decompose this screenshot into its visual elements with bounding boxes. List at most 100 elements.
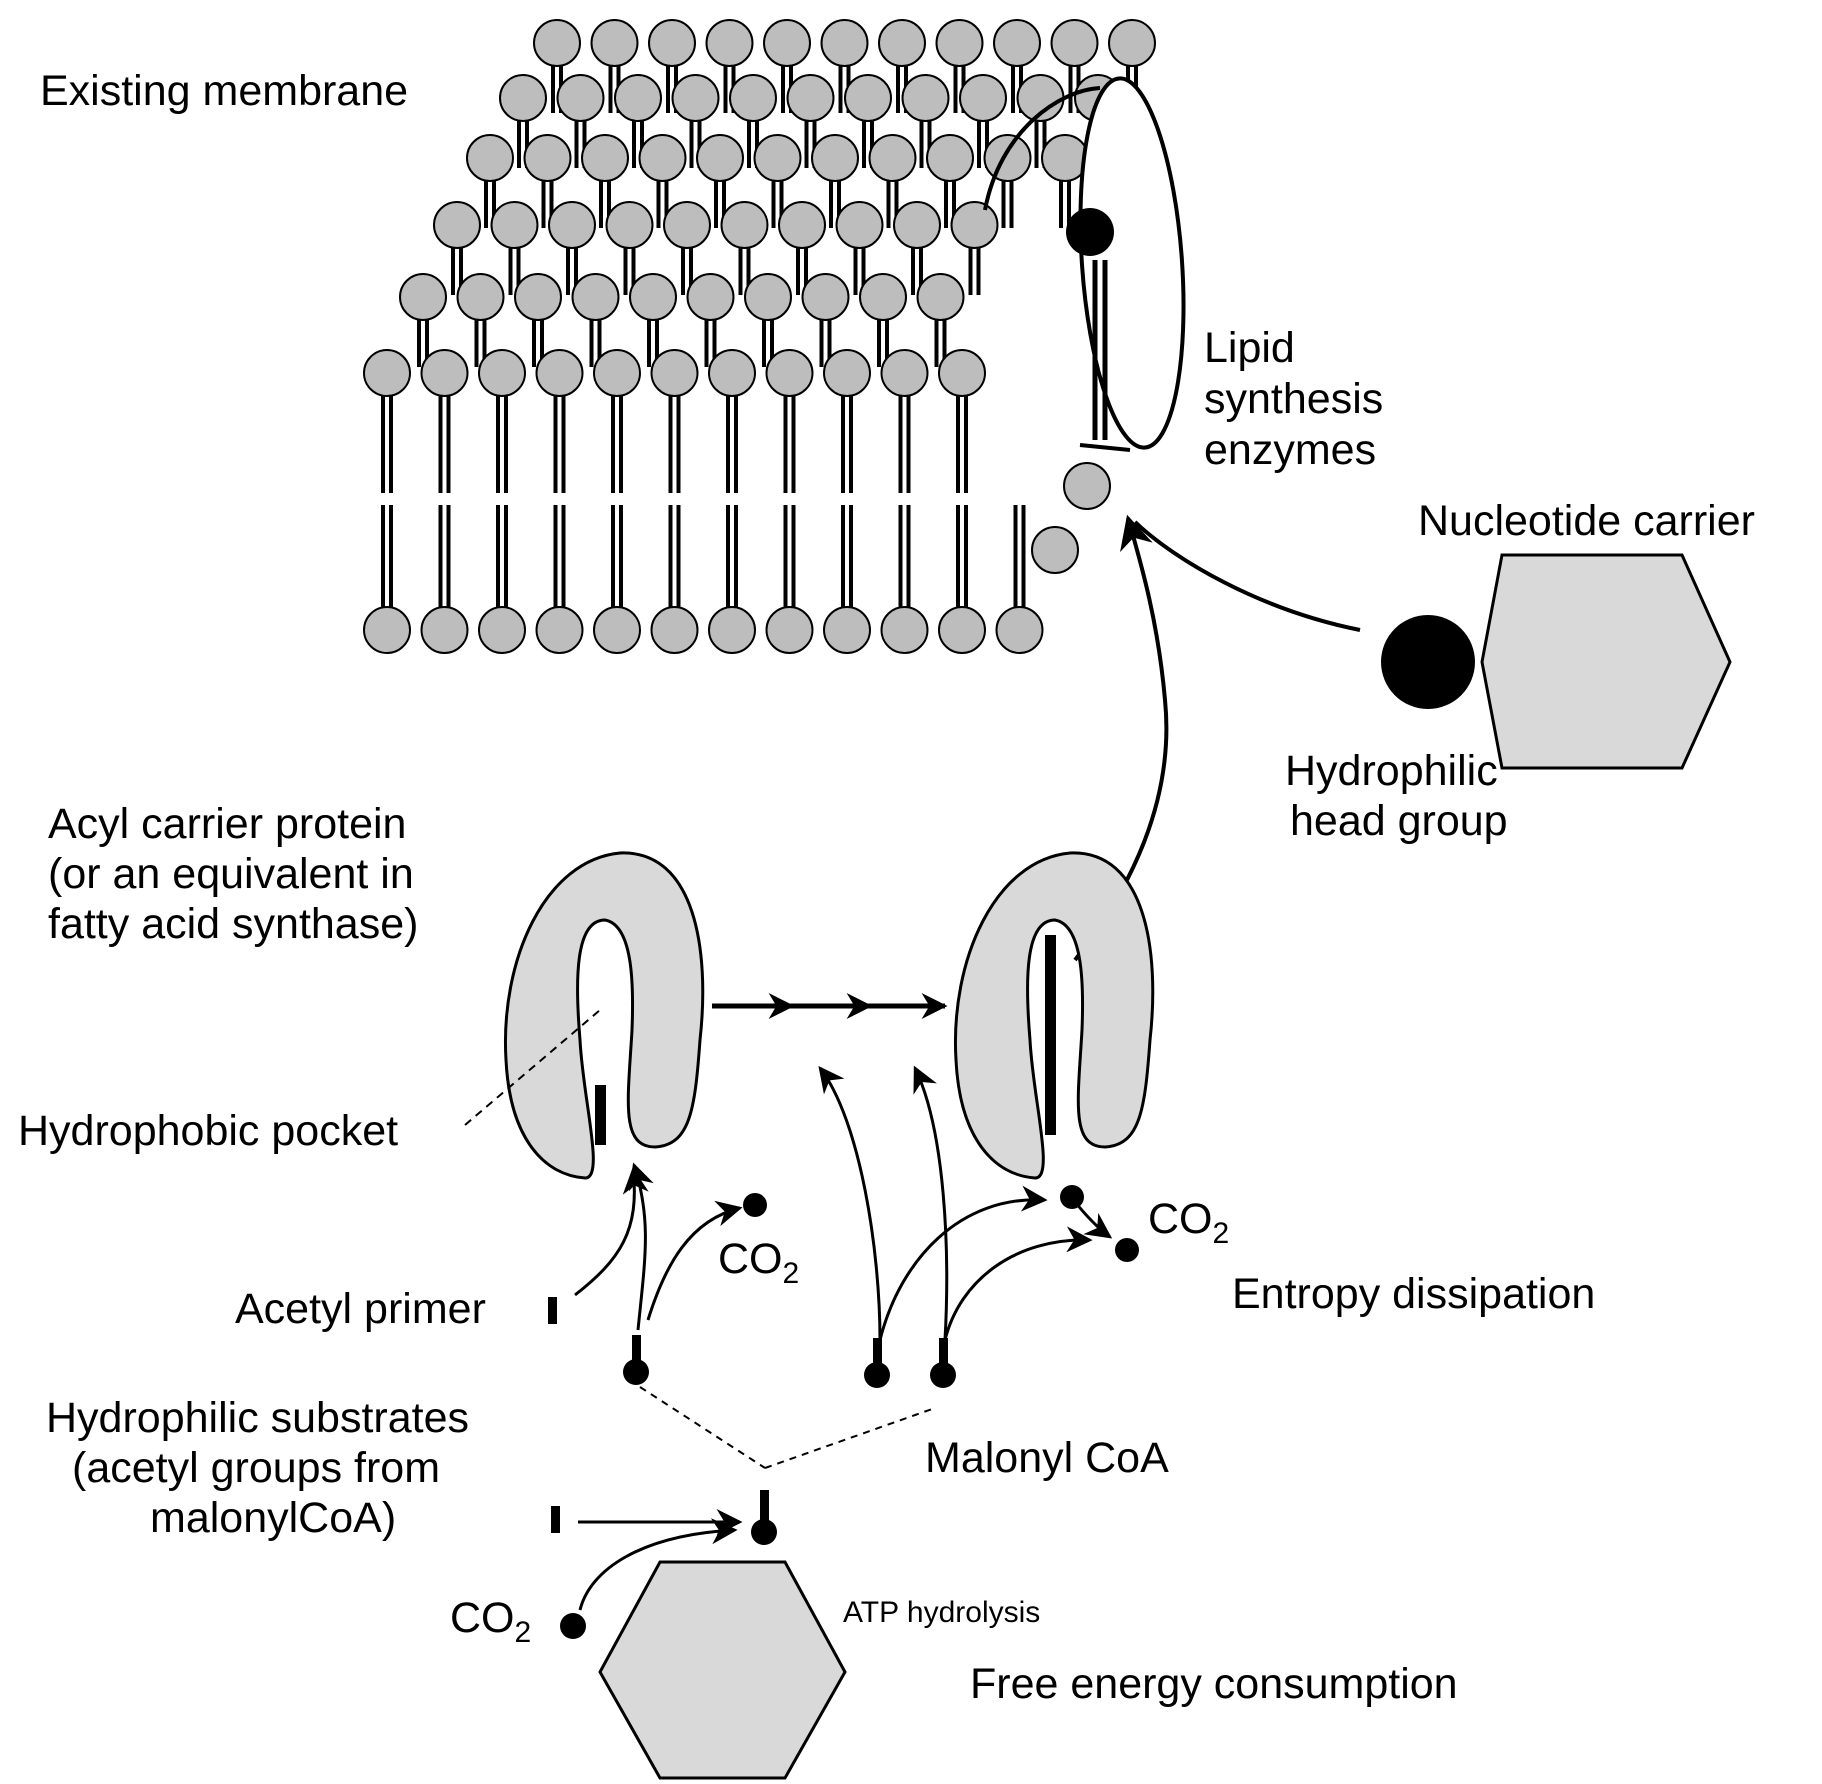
label-acetyl-primer: Acetyl primer: [235, 1285, 486, 1333]
lipid-head: [593, 349, 641, 397]
lipid-head: [744, 273, 792, 321]
lipid-head: [729, 74, 777, 122]
lipid-head: [629, 273, 677, 321]
label-co2-right: CO2: [1148, 1195, 1229, 1250]
label-hydrophilic-head-1: Hydrophilic: [1285, 747, 1498, 795]
lipid-head: [705, 19, 754, 67]
hydrophobic-pocket-pointer: [464, 1009, 601, 1126]
lipid-head: [823, 606, 871, 654]
lipid-head: [1031, 526, 1079, 574]
lipid-head: [548, 201, 596, 249]
lipid-head: [671, 74, 720, 122]
label-co2-bottom: CO2: [450, 1594, 531, 1649]
lipid-head: [433, 201, 481, 249]
lipid-head: [533, 19, 581, 67]
lipid-head: [696, 134, 744, 182]
label-co2-left: CO2: [718, 1235, 799, 1290]
label-lipid-synthesis-1: Lipid: [1204, 324, 1295, 372]
lipid-head: [959, 74, 1007, 122]
lipid-head: [720, 201, 769, 249]
lipid-head: [571, 273, 620, 321]
lipid-head: [614, 74, 662, 122]
lipid-head: [820, 19, 869, 67]
lipid-head: [456, 273, 505, 321]
lipid-head: [478, 349, 526, 397]
lipid-head: [581, 134, 629, 182]
lipid-head: [995, 606, 1044, 654]
co2-dot-right-1: [1060, 1185, 1084, 1209]
lipid-head: [938, 349, 986, 397]
lipid-head: [901, 74, 950, 122]
label-lipid-synthesis-3: enzymes: [1204, 426, 1376, 474]
label-hydrophilic-substrates-3: malonylCoA): [150, 1494, 396, 1542]
malonyl-coa-molecules: [623, 1335, 956, 1388]
lipid-head: [811, 134, 859, 182]
acyl-carrier-protein-left: [503, 851, 705, 1180]
malonyl-product: [751, 1490, 777, 1545]
lipid-head: [514, 273, 562, 321]
lipid-head: [490, 201, 539, 249]
acyl-carrier-protein-right: [953, 851, 1155, 1180]
atp-hexagon: [598, 1560, 847, 1780]
hydrophilic-head-group: [1381, 615, 1475, 709]
label-hydrophilic-substrates-1: Hydrophilic substrates: [46, 1394, 469, 1442]
acetyl-primer: [548, 1297, 557, 1324]
lipid-head: [1108, 19, 1156, 67]
lipid-head: [878, 19, 926, 67]
acetyl-group: [551, 1506, 560, 1533]
lipid-head: [638, 134, 687, 182]
lipid-synthesis-enzyme: [983, 76, 1186, 452]
label-existing-membrane: Existing membrane: [40, 67, 408, 115]
lipid-head: [801, 273, 850, 321]
label-atp-hydrolysis: ATP hydrolysis: [843, 1596, 1040, 1629]
label-hydrophilic-head-2: head group: [1290, 797, 1508, 845]
lipid-head: [663, 201, 711, 249]
label-hydrophilic-substrates-2: (acetyl groups from: [72, 1444, 440, 1492]
co2-dot-bottom: [560, 1613, 586, 1639]
lipid-head: [778, 201, 826, 249]
label-malonyl-coa: Malonyl CoA: [925, 1434, 1169, 1482]
lipid-head: [420, 349, 469, 397]
arrow-carrier-to-enzyme: [1133, 520, 1361, 632]
label-entropy-dissipation: Entropy dissipation: [1232, 1270, 1595, 1318]
lipid-head: [1063, 462, 1111, 510]
lipid-head: [880, 349, 929, 397]
lipid-head: [1050, 19, 1099, 67]
lipid-head: [765, 606, 814, 654]
malonyl-dashed-links: [639, 1386, 936, 1469]
lipid-head: [763, 19, 811, 67]
lipid-head: [916, 273, 965, 321]
lipid-head: [993, 19, 1041, 67]
lipid-head: [650, 606, 699, 654]
lipid-head: [835, 201, 884, 249]
lipid-head: [880, 606, 929, 654]
lipid-head: [535, 606, 584, 654]
label-acyl-carrier-2: (or an equivalent in: [48, 850, 414, 898]
lipid-head: [844, 74, 892, 122]
lipid-head: [478, 606, 526, 654]
label-nucleotide-carrier: Nucleotide carrier: [1418, 497, 1755, 545]
lipid-head: [523, 134, 572, 182]
lipid-head: [950, 201, 999, 249]
lipid-head: [535, 349, 584, 397]
co2-dot-right-2: [1115, 1238, 1139, 1262]
label-hydrophobic-pocket: Hydrophobic pocket: [18, 1107, 398, 1155]
lipid-head: [708, 349, 756, 397]
lipid-head: [786, 74, 835, 122]
co2-dot-left: [743, 1193, 767, 1217]
lipid-bilayer-membrane: [363, 19, 1156, 654]
lipid-head: [765, 349, 814, 397]
lipid-head: [605, 201, 654, 249]
lipid-head: [363, 606, 411, 654]
label-acyl-carrier-3: fatty acid synthase): [48, 900, 418, 948]
lipid-head: [935, 19, 984, 67]
lipid-head: [556, 74, 605, 122]
lipid-head: [466, 134, 514, 182]
lipid-head: [859, 273, 907, 321]
nucleotide-carrier: [1381, 553, 1732, 770]
lipid-head: [926, 134, 974, 182]
lipid-head: [868, 134, 917, 182]
lipid-head: [399, 273, 447, 321]
lipid-head: [593, 606, 641, 654]
